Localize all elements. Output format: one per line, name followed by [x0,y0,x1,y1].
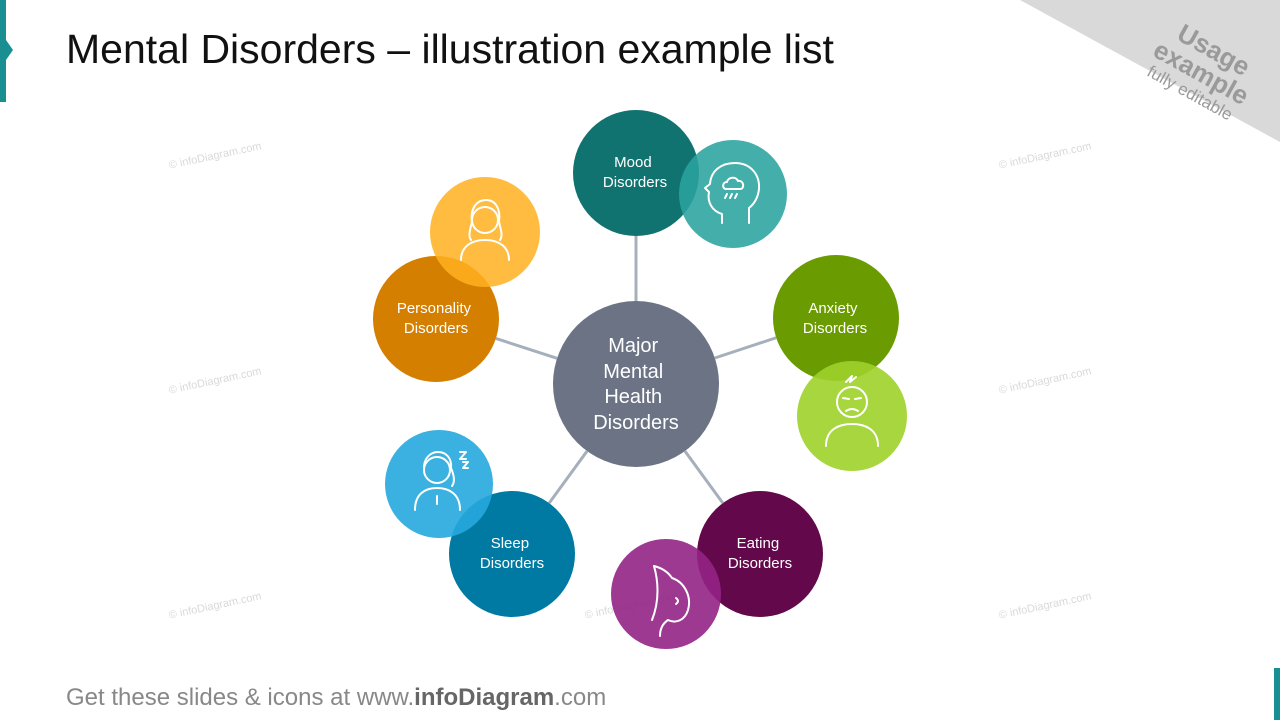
accent-bar-left [0,0,6,102]
node-eating-disorders: Eating Disorders [611,491,823,649]
node-personality-disorders: Personality Disorders [373,177,540,382]
head-rain-cloud-icon [704,162,761,224]
personality-label: Personality Disorders [397,300,475,337]
connector-line [714,336,777,360]
node-anxiety-disorders: Anxiety Disorders [773,255,907,471]
connector-line [547,450,589,504]
personality-label-line: Personality [397,300,472,317]
mood-label: Mood Disorders [603,154,667,191]
eating-label-line: Disorders [728,555,792,572]
anxiety-circle [773,255,899,381]
footer-promo: Get these slides & icons at www.infoDiag… [66,684,606,712]
woman-person-icon [460,199,510,261]
eating-icon-circle [611,539,721,649]
anxiety-label-line: Anxiety [808,300,858,317]
footer-prefix: Get these slides & icons at www. [66,684,415,711]
eating-circle [697,491,823,617]
accent-notch [6,40,13,60]
mood-circle [573,110,699,236]
footer-brand: infoDiagram [414,684,555,711]
usage-example-badge: Usage example fully editable [1000,0,1280,150]
sleep-label-line: Disorders [480,555,544,572]
page-title: Mental Disorders – illustration example … [66,26,834,72]
eating-label-line: Eating [737,535,780,552]
connector-line [495,337,558,360]
sleeping-person-icon [414,451,469,511]
center-label-line: Health [604,386,662,408]
node-sleep-disorders: Sleep Disorders [385,430,575,617]
center-label-line: Mental [603,361,663,383]
anxiety-label-line: Disorders [803,320,867,337]
center-node: Major Mental Health Disorders [553,301,719,467]
personality-label-line: Disorders [404,320,468,337]
connector-line [683,450,725,504]
node-mood-disorders: Mood Disorders [573,110,787,248]
accent-bar-right [1274,668,1280,720]
obese-body-icon [651,565,690,637]
sleep-icon-circle [385,430,493,538]
eating-label: Eating Disorders [728,535,792,572]
center-label: Major Mental Health Disorders [593,335,679,434]
personality-circle [373,256,499,382]
stressed-person-icon [825,375,879,447]
footer-suffix: .com [554,684,607,711]
center-label-line: Disorders [593,412,679,434]
sleep-label-line: Sleep [491,535,529,552]
anxiety-label: Anxiety Disorders [803,300,867,337]
mood-label-line: Disorders [603,174,667,191]
center-label-line: Major [608,335,658,357]
sleep-label: Sleep Disorders [480,535,544,572]
sleep-circle [449,491,575,617]
center-circle [553,301,719,467]
mood-label-line: Mood [614,154,652,171]
